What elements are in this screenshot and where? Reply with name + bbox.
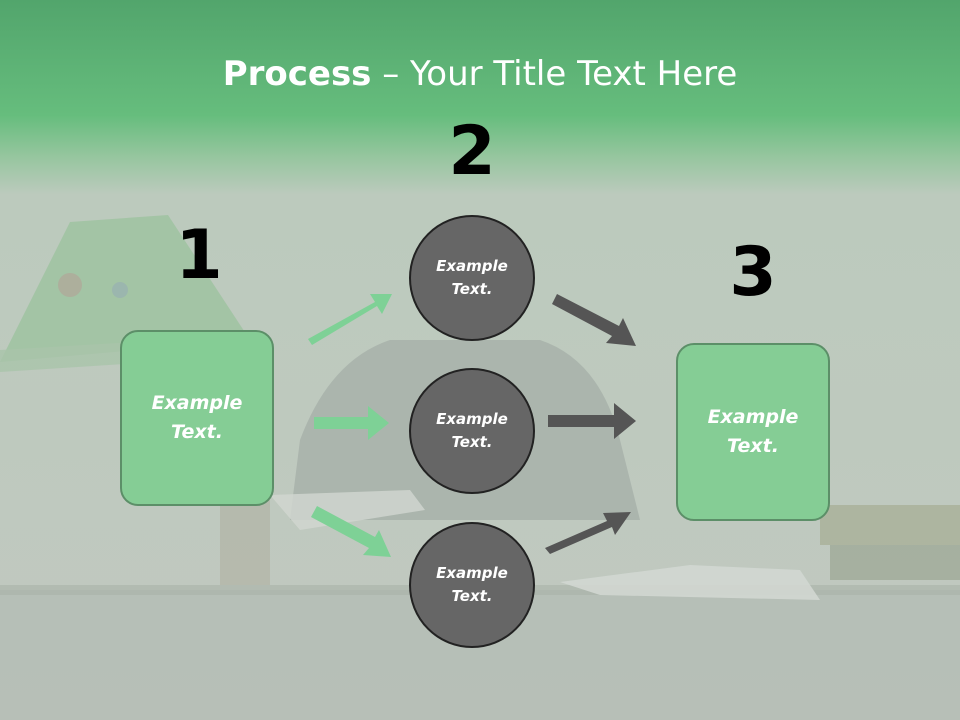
circle-top-text: Example Text. [436, 257, 508, 298]
circle-bottom-text: Example Text. [436, 564, 508, 605]
title-bold: Process [222, 54, 372, 94]
step-1-text: Example Text. [151, 392, 243, 443]
circle-middle[interactable]: Example Text. [409, 368, 535, 494]
step-number-1: 1 [175, 216, 223, 295]
step-1-box[interactable]: Example Text. [120, 330, 274, 506]
slide-title: Process – Your Title Text Here [0, 52, 960, 96]
step-number-2: 2 [448, 112, 496, 191]
circle-bottom[interactable]: Example Text. [409, 522, 535, 648]
step-number-3: 3 [729, 233, 777, 312]
circle-middle-text: Example Text. [436, 410, 508, 451]
circle-top[interactable]: Example Text. [409, 215, 535, 341]
step-3-box[interactable]: Example Text. [676, 343, 830, 521]
title-rest: – Your Title Text Here [371, 54, 738, 94]
step-3-text: Example Text. [707, 406, 799, 457]
